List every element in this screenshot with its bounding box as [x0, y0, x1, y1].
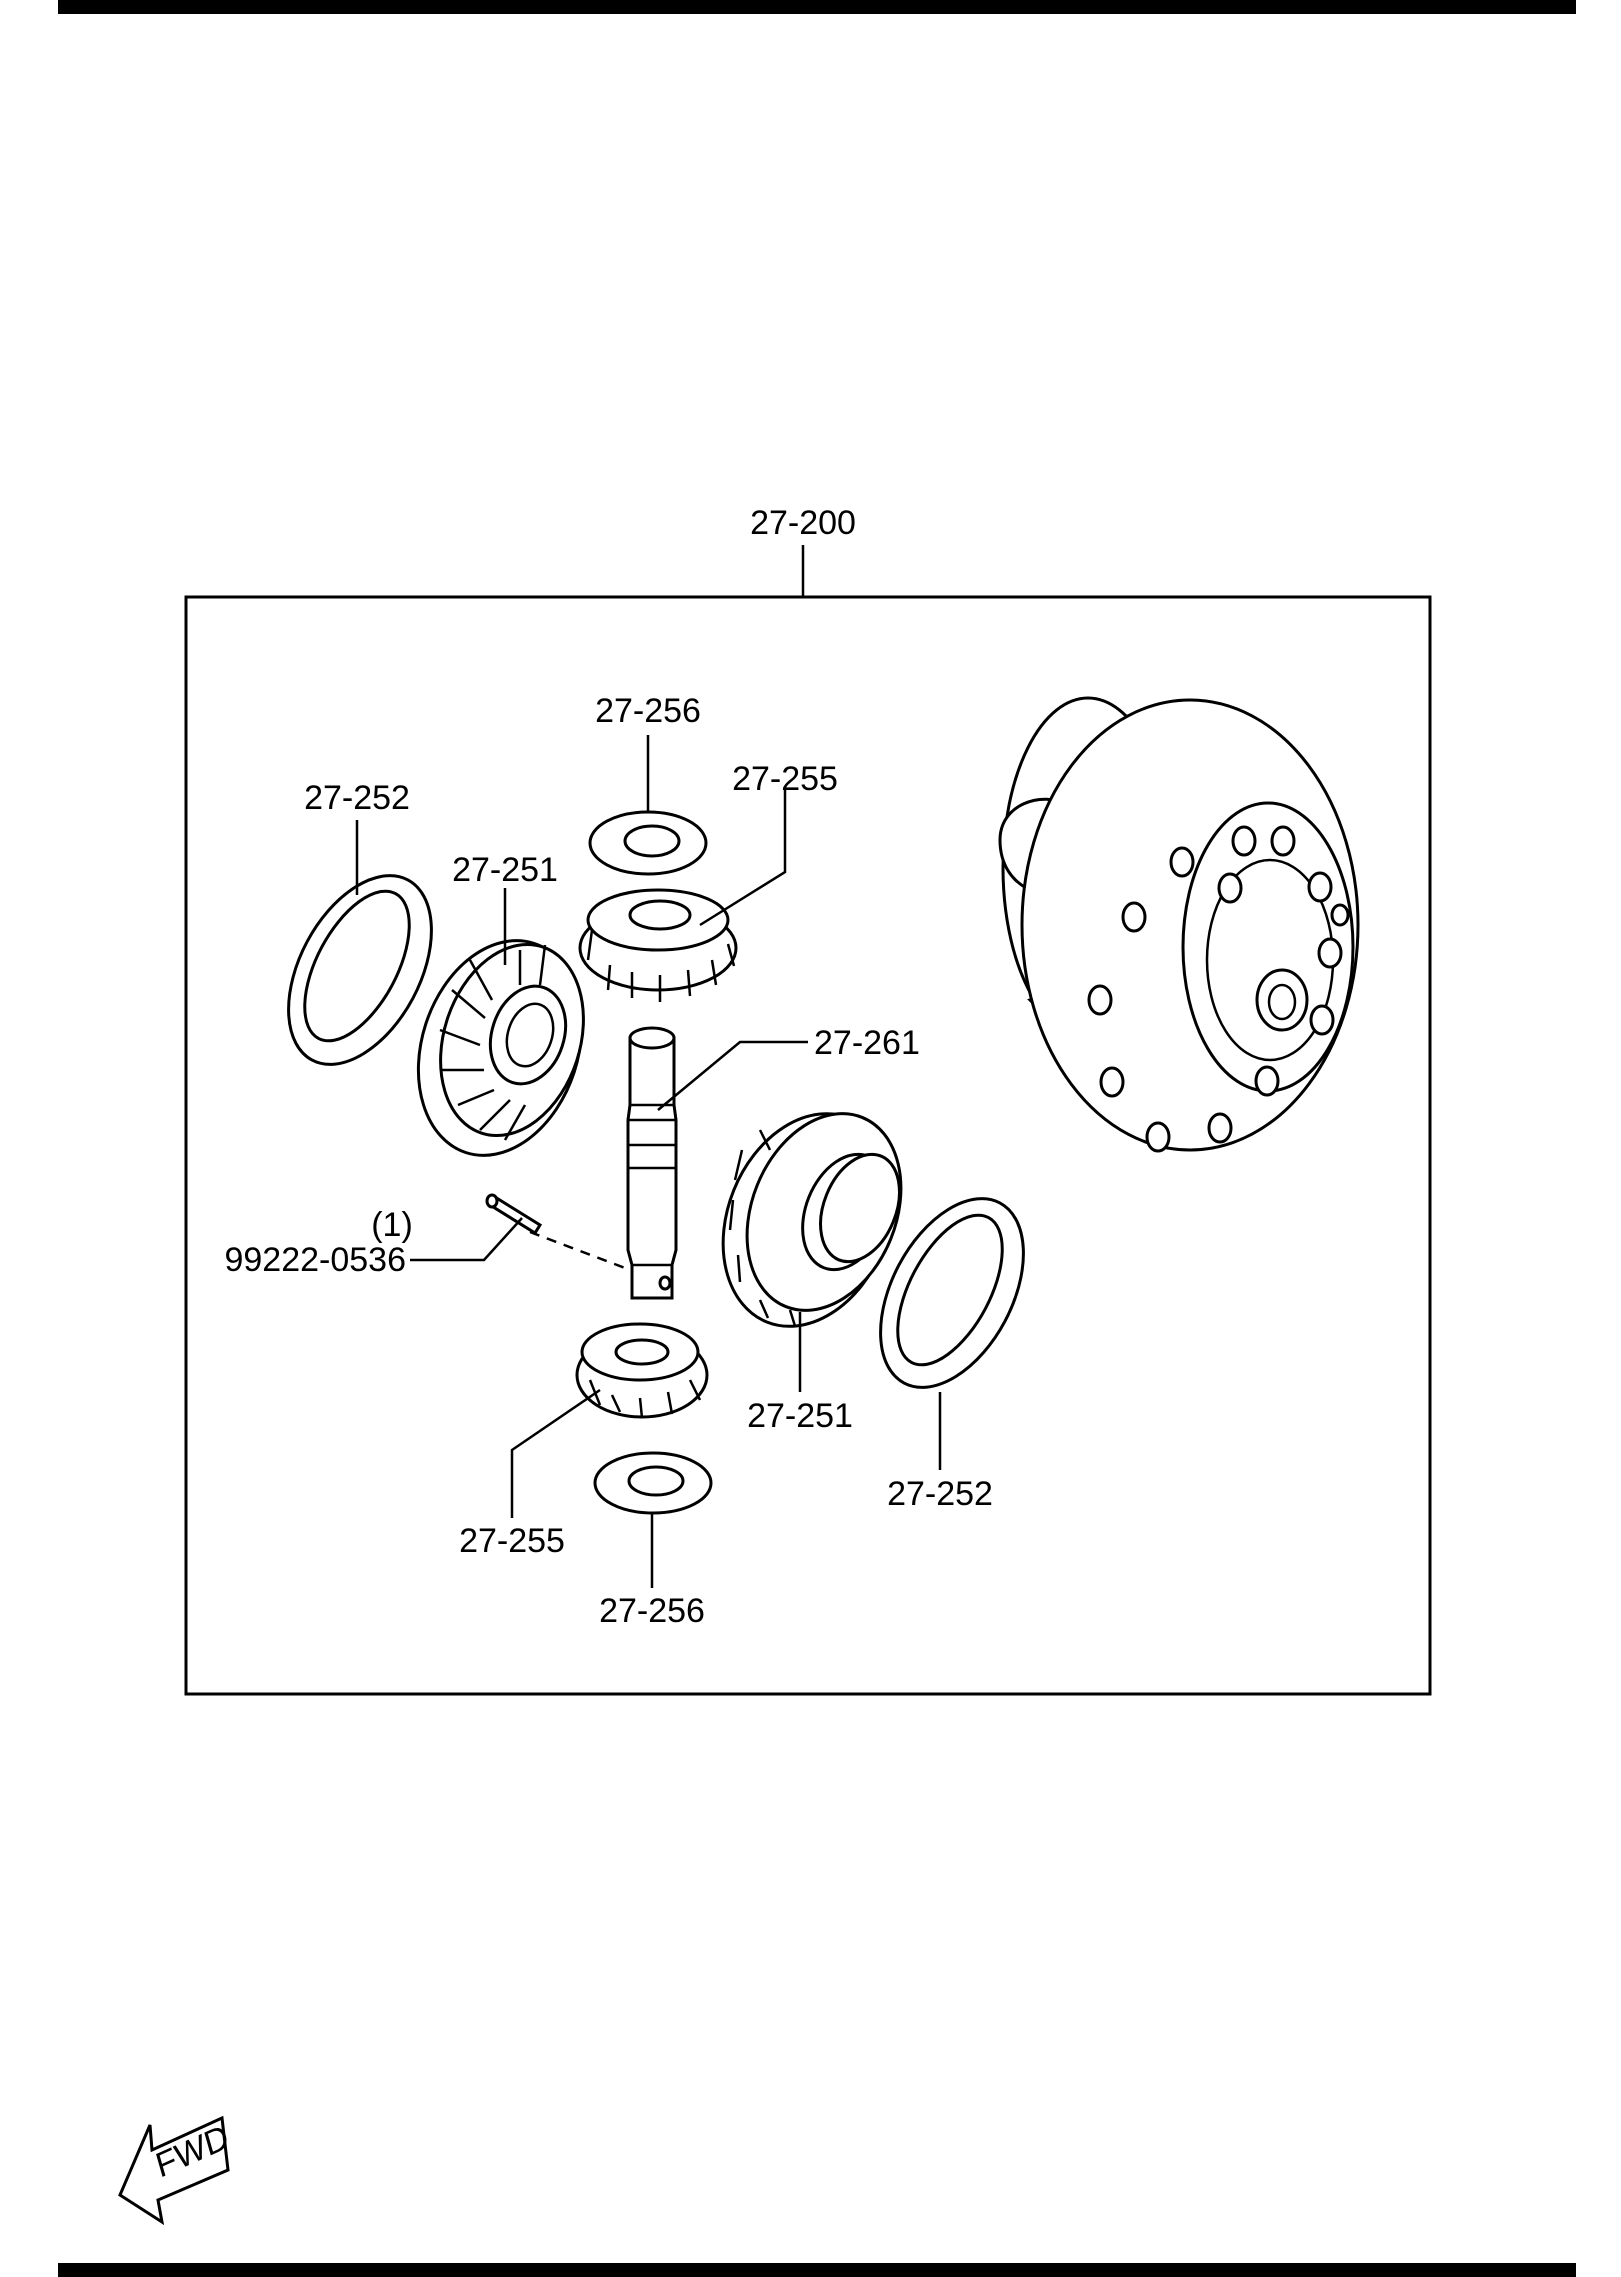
thrust-washer-left — [287, 874, 433, 1066]
leader-pinion-bottom — [510, 1388, 601, 1518]
assembly-frame — [184, 595, 1432, 1696]
assembly-part-number: 27-200 — [750, 504, 856, 542]
pin-alignment-dashed — [529, 1230, 626, 1270]
differential-case — [998, 696, 1360, 1153]
callout-washer-top: 27-256 — [595, 692, 701, 730]
fwd-arrow-icon: FWD — [118, 2115, 233, 2226]
pinion-shaft — [626, 1026, 678, 1300]
callout-pinion-top: 27-255 — [732, 760, 838, 798]
callout-side-gear-left: 27-251 — [452, 851, 558, 889]
callout-pin-number: 99222-0536 — [224, 1241, 406, 1279]
callout-washer-bottom: 27-256 — [599, 1592, 705, 1630]
callout-washer-right: 27-252 — [887, 1475, 993, 1513]
bottom-rule — [58, 2263, 1576, 2277]
top-rule — [58, 0, 1576, 14]
side-gear-right — [721, 1112, 903, 1328]
thrust-washer-right — [879, 1197, 1025, 1389]
leader-pin — [410, 1217, 523, 1262]
thrust-washer-bottom — [593, 1451, 713, 1515]
pinion-gear-top — [578, 888, 738, 1002]
callout-pinion-shaft: 27-261 — [814, 1024, 920, 1062]
leader-pinion-top — [699, 790, 787, 927]
callout-pin-qty: (1) — [371, 1206, 413, 1244]
callout-washer-left: 27-252 — [304, 779, 410, 817]
pinion-gear-bottom — [575, 1322, 709, 1419]
callout-side-gear-right: 27-251 — [747, 1397, 853, 1435]
callout-pinion-bottom: 27-255 — [459, 1522, 565, 1560]
side-gear-left — [416, 939, 585, 1157]
leader-pinion-shaft — [657, 1040, 808, 1111]
thrust-washer-top — [588, 810, 708, 876]
